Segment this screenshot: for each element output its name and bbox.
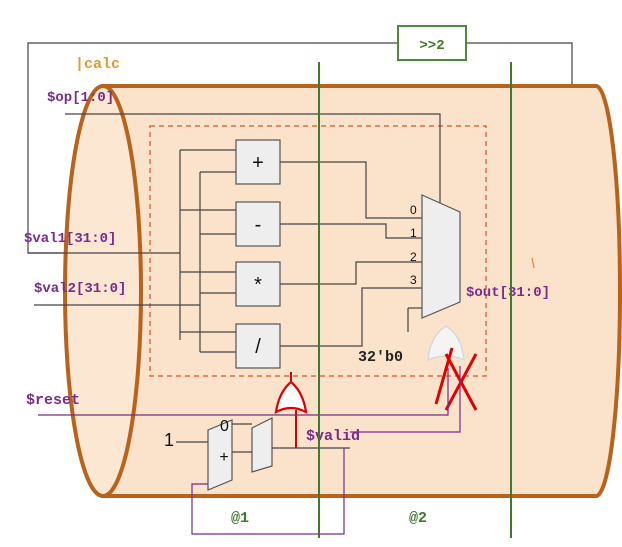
stage-2-label: @2 <box>409 510 427 527</box>
mux-input-3: 3 <box>410 273 417 287</box>
reset-label: $reset <box>26 392 80 409</box>
reset-wire <box>38 368 449 416</box>
pipeline-cylinder-end <box>63 84 143 498</box>
counter-adder <box>207 419 233 491</box>
const-zero-label: 0 <box>220 418 229 435</box>
stage-1-label: @1 <box>231 510 249 527</box>
valid-label: $valid <box>306 428 360 445</box>
shift-label: >>2 <box>419 38 444 54</box>
counter-loop-wire <box>191 448 345 535</box>
subtract-box-label: - <box>255 214 262 236</box>
multiply-box-label: * <box>254 274 262 296</box>
red-or-gate <box>274 380 308 414</box>
red-x-icon <box>444 353 478 411</box>
op-wire <box>65 113 441 205</box>
counter-mux <box>251 417 273 473</box>
const-one-label: 1 <box>164 430 174 450</box>
mux-input-2: 2 <box>410 250 417 264</box>
out-label: $out[31:0] <box>466 285 550 301</box>
op-label: $op[1:0] <box>47 90 114 106</box>
valid-feedback-wire <box>350 366 461 433</box>
calc-boundary <box>149 125 487 377</box>
output-mux <box>421 194 461 319</box>
mux-input-1: 1 <box>410 226 417 240</box>
counter-adder-label: + <box>219 449 228 466</box>
add-box-label: + <box>252 152 264 174</box>
val1-bus <box>179 149 236 340</box>
zero-constant-label: 32'b0 <box>358 349 403 366</box>
val1-label: $val1[31:0] <box>24 231 116 247</box>
shift-box <box>397 25 467 61</box>
out-tick-mark <box>531 257 535 269</box>
add-box <box>235 139 281 185</box>
val2-bus <box>199 171 236 353</box>
divide-box-label: / <box>255 336 261 358</box>
calc-label: |calc <box>75 56 120 73</box>
val2-label: $val2[31:0] <box>34 281 126 297</box>
mux-input-0: 0 <box>410 203 417 217</box>
